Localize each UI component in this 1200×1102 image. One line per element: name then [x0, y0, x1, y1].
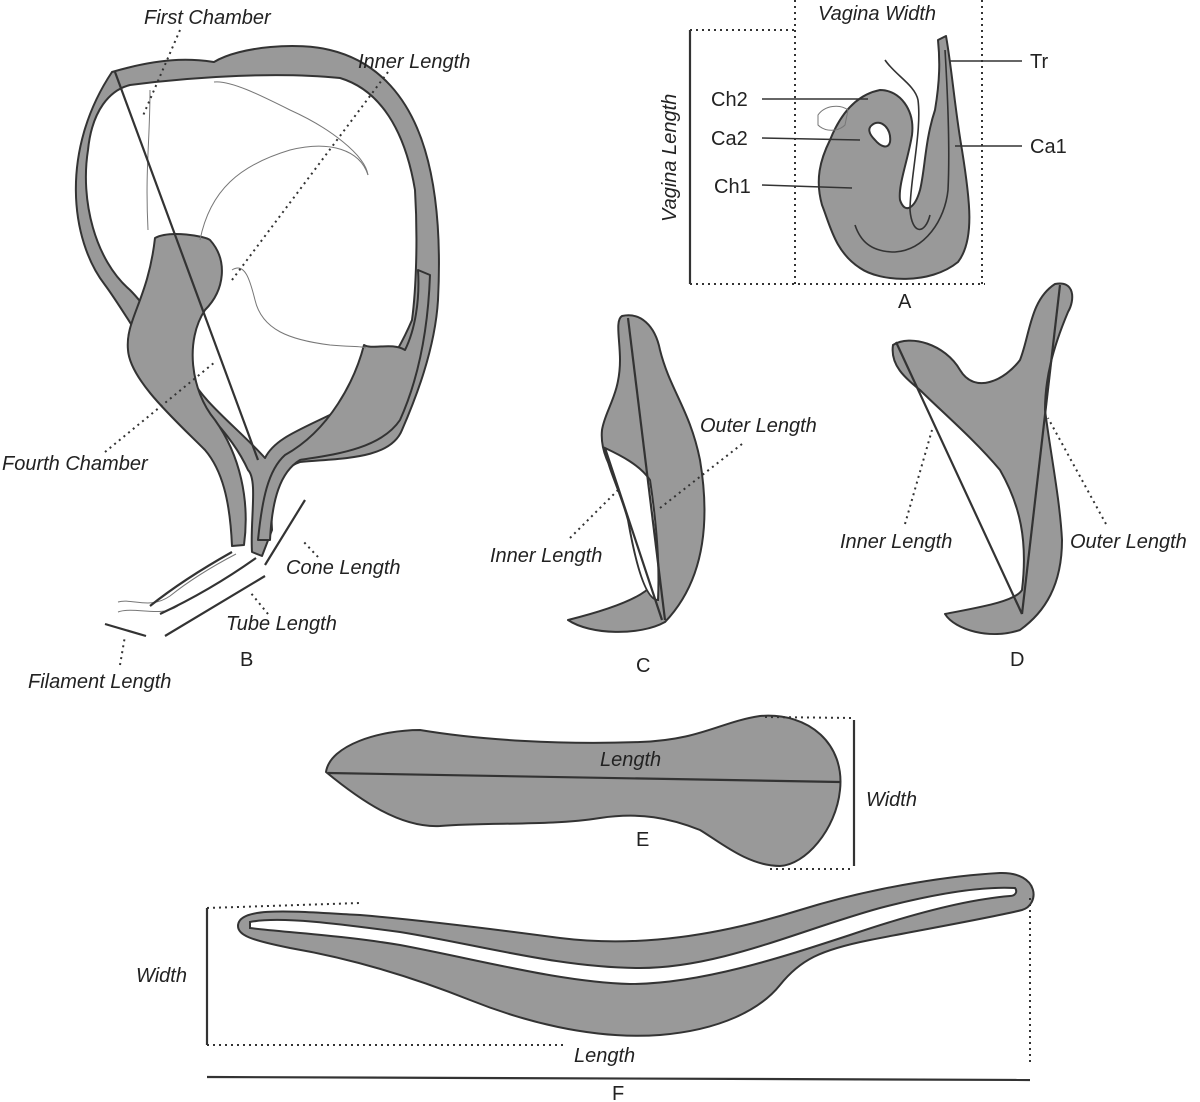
panel-b-tube-length-leader — [249, 591, 269, 615]
panel-b-inner-length-line — [113, 71, 260, 461]
panel-d-figure: Inner Length Outer Length D — [840, 282, 1187, 671]
panel-label-b: B — [240, 649, 253, 671]
label-first-chamber: First Chamber — [144, 7, 272, 29]
panel-a-channel-2 — [854, 49, 950, 253]
panel-a-outer-body — [817, 35, 971, 280]
panel-a-small-lobe — [817, 105, 849, 131]
label-ca2: Ca2 — [711, 128, 748, 150]
panel-label-c: C — [636, 655, 650, 677]
panel-c-inner-length-line — [603, 447, 664, 621]
label-filament-length: Filament Length — [28, 671, 171, 693]
panel-a-ch1-leader — [761, 184, 853, 189]
panel-e-length-line — [327, 771, 841, 784]
panel-e-width-top — [764, 716, 855, 719]
label-inner-length-b: Inner Length — [358, 51, 470, 73]
panel-a-figure: Vagina Width Vagina Length Tr Ch2 Ca2 Ch… — [659, 0, 1067, 313]
panel-f-body — [237, 871, 1035, 1037]
label-length-f: Length — [574, 1045, 635, 1067]
panel-b-inner-length-leader — [231, 71, 389, 281]
panel-d-inner-leader — [904, 429, 933, 525]
panel-d-outer-leader — [1047, 417, 1107, 525]
label-tr: Tr — [1030, 51, 1048, 73]
label-length-e: Length — [600, 749, 661, 771]
panel-f-figure: Width Length F — [136, 871, 1035, 1102]
label-fourth-chamber: Fourth Chamber — [2, 453, 149, 475]
label-outer-length-c: Outer Length — [700, 415, 817, 437]
panel-a-inner-channel — [884, 59, 931, 231]
panel-b-first-chamber-leader — [141, 29, 181, 119]
panel-b-inner-line-2 — [213, 81, 369, 176]
panel-b-inner-line-1 — [146, 89, 151, 231]
panel-b-tube-length-line — [164, 575, 266, 637]
panel-b-tube-outline-2 — [159, 557, 257, 615]
panel-c-outer-length-line — [626, 317, 667, 621]
panel-a-ca2-leader — [761, 137, 861, 141]
panel-f-width-top — [206, 902, 361, 909]
label-outer-length-d: Outer Length — [1070, 531, 1187, 553]
label-inner-length-d: Inner Length — [840, 531, 952, 553]
panel-b-figure: First Chamber Inner Length Fourth Chambe… — [2, 7, 470, 693]
panel-label-f: F — [612, 1083, 624, 1102]
panel-d-inner-length-line — [895, 341, 1023, 615]
panel-b-right-lobe — [257, 269, 431, 541]
label-vagina-width: Vagina Width — [818, 3, 936, 25]
panel-f-length-line — [206, 1075, 1031, 1082]
label-ca1: Ca1 — [1030, 136, 1067, 158]
panel-label-e: E — [636, 829, 649, 851]
panel-b-left-wall — [126, 233, 247, 547]
panel-b-filament-length-line — [104, 622, 147, 638]
panel-e-figure: Length Width E — [325, 714, 917, 870]
panel-b-tube-outline-1 — [149, 551, 233, 607]
panel-label-a: A — [898, 291, 912, 313]
label-cone-length: Cone Length — [286, 557, 401, 579]
panel-c-figure: Outer Length Inner Length C — [490, 314, 817, 677]
panel-b-inner-line-3 — [199, 145, 369, 241]
label-ch2: Ch2 — [711, 89, 748, 111]
label-width-e: Width — [866, 789, 917, 811]
panel-a-inner-cavity — [868, 121, 892, 148]
label-inner-length-c: Inner Length — [490, 545, 602, 567]
panel-b-cone-length-leader — [301, 539, 319, 558]
label-width-f: Width — [136, 965, 187, 987]
panel-d-outer-length-line — [1020, 284, 1062, 615]
panel-b-filament-length-leader — [119, 635, 126, 666]
panel-label-d: D — [1010, 649, 1024, 671]
panel-e-body — [325, 714, 842, 867]
panel-f-inner-channel — [249, 886, 1018, 986]
panel-b-cone-length-line — [264, 499, 306, 566]
panel-b-body — [74, 45, 440, 557]
panel-b-filament — [117, 553, 237, 604]
panel-d-body — [891, 282, 1074, 635]
label-tube-length: Tube Length — [226, 613, 337, 635]
panel-c-inner-leader — [569, 487, 621, 539]
panel-b-inner-line-4 — [231, 267, 367, 349]
label-vagina-length: Vagina Length — [659, 94, 681, 222]
label-ch1: Ch1 — [714, 176, 751, 198]
